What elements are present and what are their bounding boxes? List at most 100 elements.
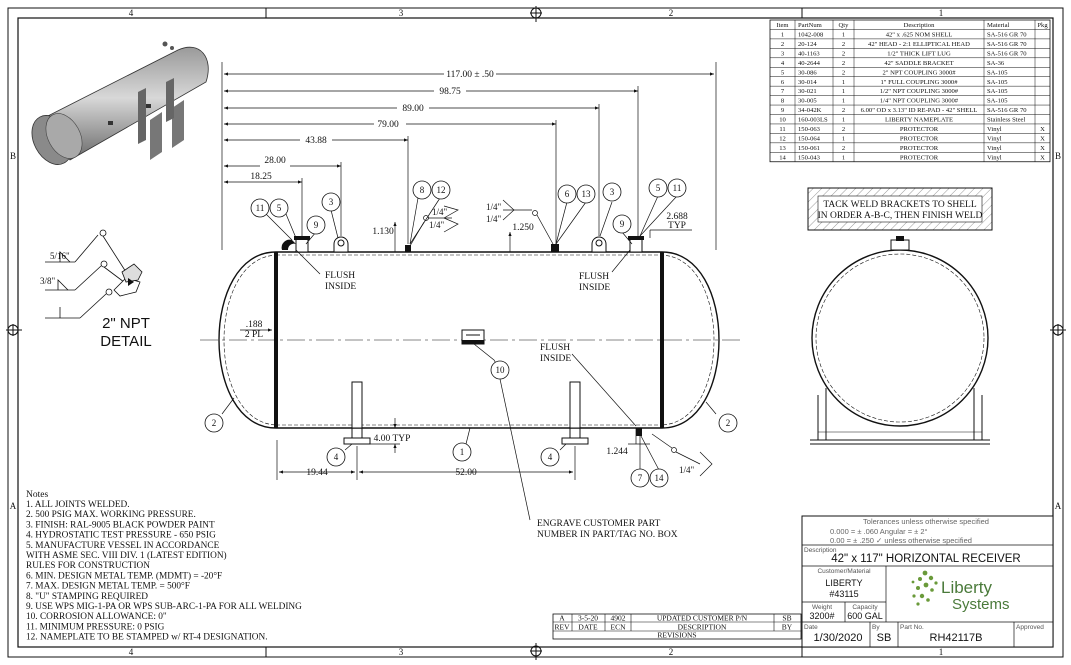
dim-18-25: 18.25 (250, 172, 272, 182)
bom-cell: 1 (842, 98, 845, 105)
bom-header-description: Description (904, 22, 935, 29)
center-mark-right (1050, 324, 1066, 336)
by-label: By (872, 624, 880, 631)
dim-89: 89.00 (402, 104, 424, 114)
dim-79: 79.00 (377, 120, 399, 130)
center-mark-left (6, 324, 22, 336)
balloon-9b: 9 (620, 219, 625, 229)
dim-1-244: 1.244 (606, 447, 628, 457)
bom-cell: 1/4" NPT COUPLING 3000# (880, 98, 959, 105)
flush-inside-left-2: INSIDE (325, 282, 356, 292)
note-line: RULES FOR CONSTRUCTION (26, 561, 150, 571)
bom-cell: 30-021 (798, 88, 817, 95)
bom-cell: 1 (842, 88, 845, 95)
right-head (661, 251, 720, 429)
bom-cell: Vinyl (987, 126, 1002, 133)
bom-cell: LIBERTY NAMEPLATE (885, 117, 953, 124)
capacity-value: 600 GAL (847, 611, 883, 621)
dim-1-250: 1.250 (512, 223, 534, 233)
rev-letter: A (559, 614, 565, 623)
bom-cell: X (1040, 135, 1045, 142)
weld-label-3: 1/4" (486, 202, 502, 212)
bom-cell: 42" HEAD - 2:1 ELLIPTICAL HEAD (868, 41, 970, 48)
flush-inside-right-1: FLUSH (579, 272, 609, 282)
bom-cell: 12 (779, 135, 786, 142)
bom-cell: PROTECTOR (900, 154, 939, 161)
balloon-5a: 5 (277, 203, 282, 213)
bom-cell: 14 (779, 154, 786, 161)
balloon-13: 13 (582, 189, 592, 199)
weight-label: Weight (812, 604, 832, 611)
weld-label-5: 1/4" (679, 465, 695, 475)
note-line: 12. NAMEPLATE TO BE STAMPED w/ RT-4 DESI… (26, 633, 268, 643)
rev-header-date: DATE (578, 623, 598, 632)
bom-cell: 2" NPT COUPLING 3000# (882, 69, 956, 76)
balloon-3b: 3 (610, 187, 615, 197)
bom-cell: SA-516 GR 70 (987, 50, 1027, 57)
note-line: 10. CORROSION ALLOWANCE: 0" (26, 612, 167, 622)
bom-cell: Vinyl (987, 135, 1002, 142)
zone-left-a: A (10, 501, 17, 511)
revisions-title: REVISIONS (657, 631, 696, 640)
description-label: Description (804, 547, 837, 554)
note-line: 5. MANUFACTURE VESSEL IN ACCORDANCE (26, 541, 220, 551)
bom-cell: PROTECTOR (900, 145, 939, 152)
balloon-12: 12 (437, 185, 446, 195)
dimension-lines (221, 62, 717, 480)
balloons: 11 5 9 3 8 12 6 13 3 9 5 11 2 2 10 4 4 1 (204, 178, 738, 488)
zone-top-2: 2 (669, 8, 674, 18)
flush-notes: FLUSH INSIDE FLUSH INSIDE FLUSH INSIDE (295, 249, 637, 427)
bom-cell: 42" x .625 NOM SHELL (886, 32, 953, 39)
npt-detail-title-2: DETAIL (100, 333, 151, 350)
dim-saddle-height: 4.00 TYP (374, 434, 411, 444)
dim-2-688: 2.688 (666, 212, 688, 222)
quarter-inch-coupling (405, 245, 411, 252)
bom-cell: SA-516 GR 70 (987, 107, 1027, 114)
bom-cell: 42" SADDLE BRACKET (884, 60, 953, 67)
bom-cell: 1 (842, 79, 845, 86)
npt-detail-title-1: 2" NPT (102, 315, 150, 332)
bom-cell: 150-063 (798, 126, 821, 133)
bom-cell: 11 (779, 126, 785, 133)
bom-cell: 2 (842, 126, 845, 133)
bom-cell: 1/2" THICK LIFT LUG (887, 50, 951, 57)
bom-header-material: Material (987, 22, 1010, 29)
bom-cell: 2 (842, 50, 845, 57)
rev-date: 3-5-20 (578, 614, 598, 623)
bom-header-pkg: Pkg (1037, 22, 1048, 29)
bom-cell: 9 (781, 107, 785, 114)
customer-number: #43115 (829, 589, 858, 599)
bom-cell: X (1040, 145, 1045, 152)
rev-description: UPDATED CUSTOMER P/N (657, 614, 748, 623)
bom-cell: 1042-008 (798, 32, 824, 39)
dim-52: 52.00 (455, 468, 477, 478)
left-saddle (343, 381, 371, 445)
flush-inside-bottom-1: FLUSH (540, 343, 570, 353)
bom-cell: 34-042K (798, 107, 822, 114)
weld-symbols (409, 199, 713, 477)
nameplate (461, 329, 485, 345)
bom-cell: 10 (779, 117, 786, 124)
dimension-texts: 117.00 ± .50 98.75 89.00 79.00 43.88 28.… (245, 68, 688, 478)
flush-inside-bottom-2: INSIDE (540, 354, 571, 364)
notes-title: Notes (26, 490, 48, 500)
balloon-leaders (221, 195, 717, 471)
bom-cell: 150-064 (798, 135, 821, 142)
bom-cell: 40-1163 (798, 50, 820, 57)
bom-cell: 1 (842, 32, 845, 39)
drawn-by: SB (877, 632, 892, 644)
zone-right-b: B (1055, 151, 1061, 161)
bom-cell: 2 (842, 145, 845, 152)
bom-cell: 1 (842, 154, 845, 161)
note-line: 11. MINIMUM PRESSURE: 0 PSIG (26, 622, 165, 632)
zone-labels: 4 3 2 1 4 3 2 1 B A B A (10, 8, 1062, 657)
balloon-5b: 5 (656, 183, 661, 193)
note-line: 3. FINISH: RAL-9005 BLACK POWDER PAINT (26, 520, 215, 530)
dim-43-88: 43.88 (305, 136, 327, 146)
bom-cell: 13 (779, 145, 786, 152)
capacity-label: Capacity (852, 604, 878, 611)
note-line: 4. HYDROSTATIC TEST PRESSURE - 650 PSIG (26, 531, 216, 541)
balloon-2a: 2 (212, 418, 217, 428)
center-mark-bottom (530, 643, 542, 660)
